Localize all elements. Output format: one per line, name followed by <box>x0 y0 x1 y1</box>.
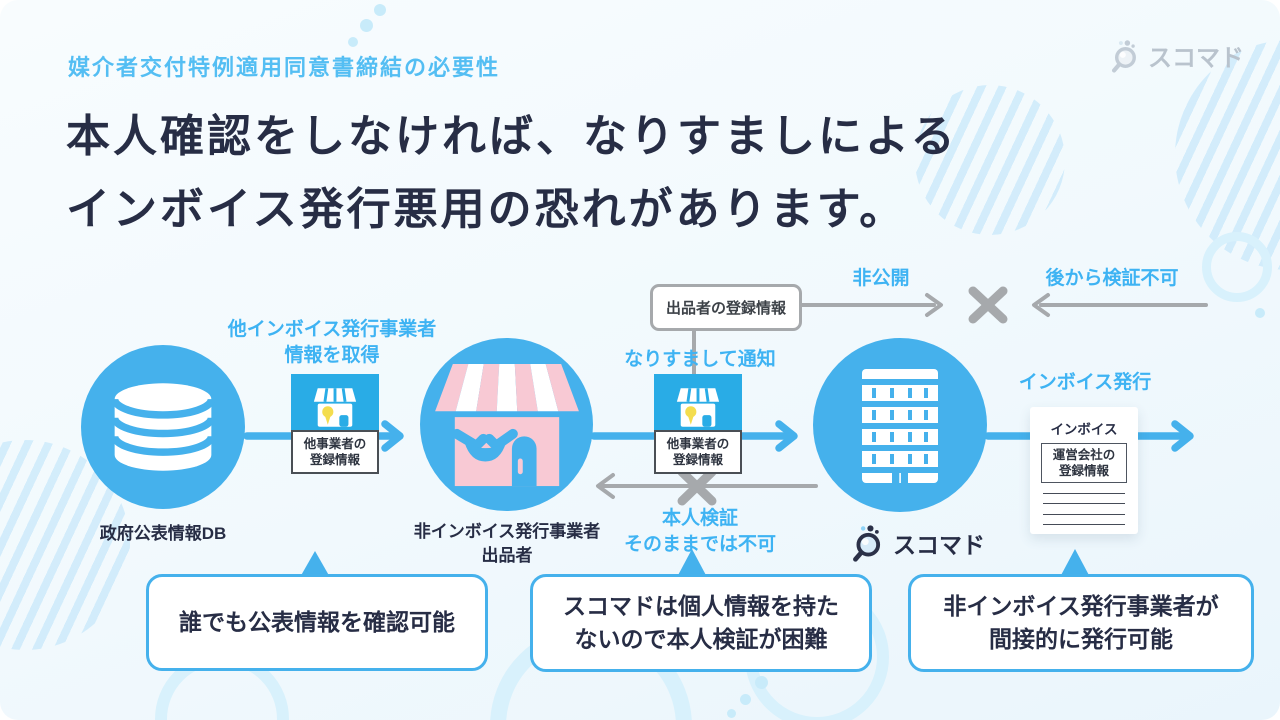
platform-node <box>813 338 987 512</box>
evil-left-eye <box>451 428 488 451</box>
database-icon <box>111 383 215 471</box>
verify-later-label: 後から検証不可 <box>1045 268 1179 289</box>
invoice-text-line <box>1043 524 1125 525</box>
cross-icon-bottom <box>677 467 717 506</box>
arrowhead-right-icon <box>925 293 943 317</box>
building-icon <box>862 369 938 483</box>
private-label: 非公開 <box>852 268 910 289</box>
invoice-document: インボイス 運営会社の 登録情報 <box>1030 407 1138 534</box>
badge-ribbon <box>324 415 331 425</box>
verify-label: 本人検証 そのままでは不可 <box>623 508 777 555</box>
card-label: 他事業者の 登録情報 <box>654 430 742 474</box>
page-heading-line2: インボイス発行悪用の恐れがあります。 <box>66 185 907 234</box>
arrowhead-left-icon <box>596 473 615 499</box>
store-door <box>511 435 537 486</box>
seller-node <box>420 338 593 511</box>
db-label: 政府公表情報DB <box>99 524 227 543</box>
seller-label: 非インボイス発行事業者 出品者 <box>413 522 601 565</box>
arrowhead-left-icon <box>1032 293 1050 317</box>
bubble-pointer <box>676 549 708 579</box>
callout-public-info: 誰でも公表情報を確認可能 <box>146 574 488 671</box>
evil-grin <box>464 442 506 461</box>
fetch-label: 他インボイス発行事業者 情報を取得 <box>227 319 437 366</box>
callout-indirect-issue: 非インボイス発行事業者が 間接的に発行可能 <box>908 574 1254 672</box>
badge-icon <box>322 406 334 418</box>
db-node <box>81 345 245 509</box>
arrowhead-right-icon <box>1171 420 1194 452</box>
platform-name: スコマド <box>893 532 985 558</box>
bubble-pointer <box>299 551 331 579</box>
bubble-pointer <box>1059 549 1091 579</box>
page-heading-line1: 本人確認をしなければ、なりすましによる <box>66 112 958 161</box>
store-icon-box <box>291 374 379 430</box>
cross-icon-top <box>968 286 1008 324</box>
card-label: 他事業者の 登録情報 <box>291 430 379 474</box>
arrowhead-right-icon <box>775 420 798 452</box>
evil-right-eye <box>483 428 518 451</box>
issue-label: インボイス発行 <box>1018 372 1152 393</box>
invoice-title: インボイス <box>1050 422 1118 437</box>
impersonate-label: なりすまして通知 <box>624 349 776 370</box>
magnifier-icon <box>1111 39 1136 73</box>
invoice-text-line <box>1043 513 1125 515</box>
badge-icon <box>685 406 697 418</box>
page-heading: 本人確認をしなければ、なりすましによる インボイス発行悪用の恐れがあります。 <box>66 100 958 246</box>
registration-card: 他事業者の 登録情報 <box>291 374 379 474</box>
seller-info-box: 出品者の登録情報 <box>650 284 802 331</box>
invoice-text-line <box>1043 492 1125 494</box>
store-badge-icon <box>676 388 720 427</box>
brand-name: スコマド <box>1148 45 1244 72</box>
callout-no-personal-info: スコマドは個人情報を持た ないので本人検証が困難 <box>530 574 872 672</box>
store-badge-icon <box>313 388 357 427</box>
store-icon-box <box>654 374 742 430</box>
kicker-title: 媒介者交付特例適用同意書締結の必要性 <box>68 55 501 80</box>
badge-ribbon <box>687 415 694 425</box>
invoice-text-line <box>1043 503 1125 504</box>
invoice-registration-box: 運営会社の 登録情報 <box>1041 443 1127 483</box>
magnifier-icon <box>853 525 881 562</box>
arrowhead-right-icon <box>381 420 404 452</box>
platform-logo: スコマド <box>852 524 985 562</box>
brand-logo: スコマド <box>1111 38 1244 73</box>
evil-store-icon <box>434 363 579 486</box>
registration-card: 他事業者の 登録情報 <box>654 374 742 474</box>
